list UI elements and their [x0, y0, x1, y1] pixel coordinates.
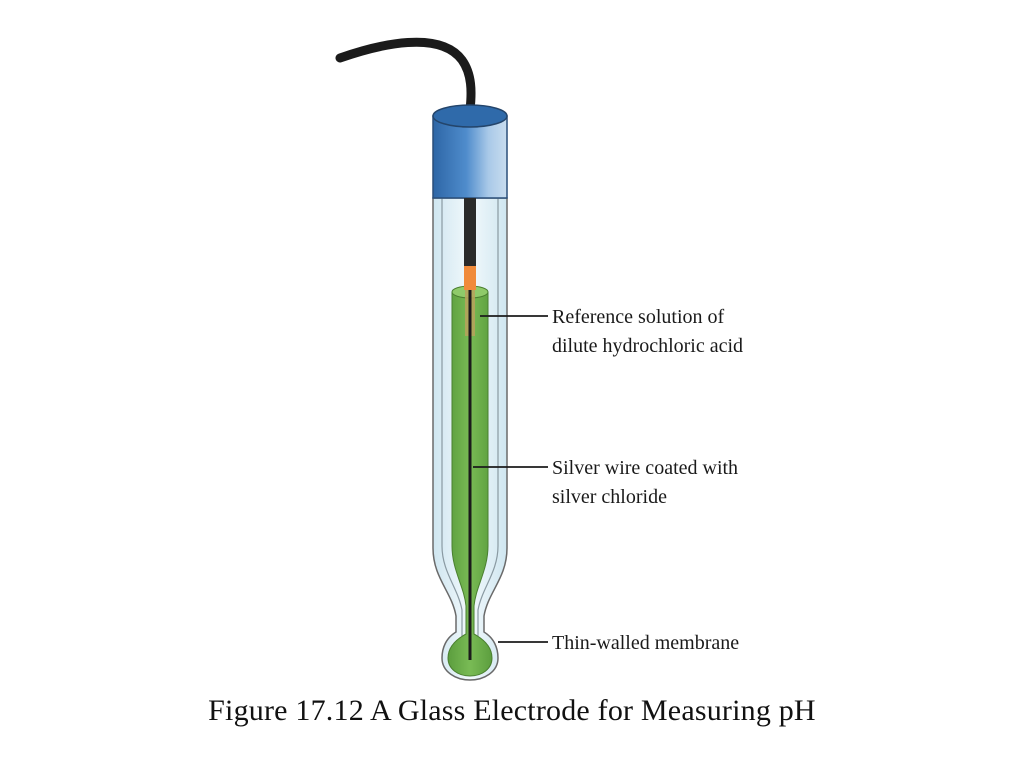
wire-label-line2: silver chloride [552, 486, 667, 508]
wire-sleeve [464, 198, 476, 268]
electrode-cap-top [432, 104, 508, 128]
electrode-cable [335, 37, 476, 115]
reference-label-line1: Reference solution of [552, 306, 724, 328]
wire-label-line1: Silver wire coated with [552, 457, 738, 479]
electrode-cap [432, 115, 508, 199]
wire-tip-orange [464, 266, 476, 290]
reference-label-line2: dilute hydrochloric acid [552, 335, 743, 357]
membrane-label: Thin-walled membrane [552, 632, 739, 654]
figure-caption: Figure 17.12 A Glass Electrode for Measu… [208, 694, 816, 727]
